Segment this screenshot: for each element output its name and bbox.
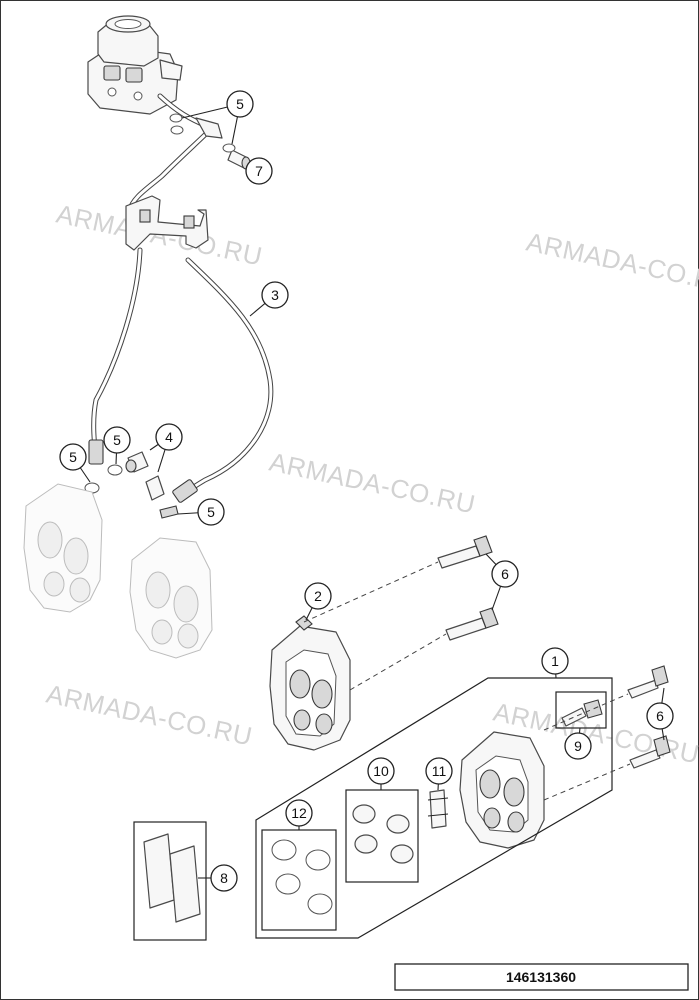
callout-10: 10: [367, 757, 395, 785]
brake-line-upper: [127, 93, 251, 213]
svg-text:4: 4: [165, 429, 173, 445]
pistons: [345, 789, 419, 883]
brake-caliper-1: [459, 731, 545, 849]
bleed-kit-box: [555, 691, 607, 729]
callout-5: 5: [103, 426, 131, 454]
diagram-number-box: 146131360: [394, 963, 689, 991]
callout-2: 2: [304, 582, 332, 610]
caliper-kit-outline: [255, 677, 613, 939]
pads-box: [133, 821, 207, 941]
svg-text:5: 5: [207, 504, 215, 520]
brake-caliper-2: [269, 615, 351, 751]
svg-text:1: 1: [551, 653, 559, 669]
watermark: ARMADA-CO.RU: [44, 679, 255, 752]
ghost-caliper-left: [23, 483, 103, 613]
callout-7: 7: [245, 157, 273, 185]
svg-text:7: 7: [255, 163, 263, 179]
pad-spring: [427, 789, 449, 829]
brake-pads: [133, 821, 207, 941]
callout-6: 6: [491, 560, 519, 588]
svg-text:11: 11: [432, 763, 447, 779]
svg-text:6: 6: [656, 708, 664, 724]
svg-text:12: 12: [291, 805, 307, 821]
diagram-number: 146131360: [506, 969, 576, 985]
callout-12: 12: [285, 799, 313, 827]
svg-text:3: 3: [271, 287, 279, 303]
svg-text:8: 8: [220, 870, 228, 886]
callout-4: 4: [155, 423, 183, 451]
callout-1: 1: [541, 647, 569, 675]
callout-6: 6: [646, 702, 674, 730]
svg-text:5: 5: [113, 432, 121, 448]
callout-5: 5: [197, 498, 225, 526]
callout-5: 5: [59, 443, 87, 471]
seals: [261, 829, 337, 931]
callout-5: 5: [226, 90, 254, 118]
banjo-fittings: [84, 125, 236, 519]
brake-line-bracket: [125, 195, 209, 251]
callout-11: 11: [425, 757, 453, 785]
callout-3: 3: [261, 281, 289, 309]
pistons-box: [345, 789, 419, 883]
watermarks: ARMADA-CO.RU ARMADA-CO.RU ARMADA-CO.RU A…: [44, 199, 699, 770]
brake-hose-left: [88, 247, 143, 465]
brake-hose-right: [172, 257, 274, 503]
svg-text:5: 5: [69, 449, 77, 465]
caliper-bolts: [437, 535, 671, 769]
svg-text:2: 2: [314, 588, 322, 604]
watermark: ARMADA-CO.RU: [524, 227, 699, 300]
callout-9: 9: [564, 732, 592, 760]
callout-8: 8: [210, 864, 238, 892]
ghost-caliper-right: [129, 537, 213, 659]
svg-text:9: 9: [574, 738, 582, 754]
abs-unit: [87, 15, 183, 115]
bleed-screw-kit: [555, 691, 607, 729]
svg-text:10: 10: [373, 763, 389, 779]
svg-text:5: 5: [236, 96, 244, 112]
svg-text:6: 6: [501, 566, 509, 582]
watermark: ARMADA-CO.RU: [267, 447, 478, 520]
